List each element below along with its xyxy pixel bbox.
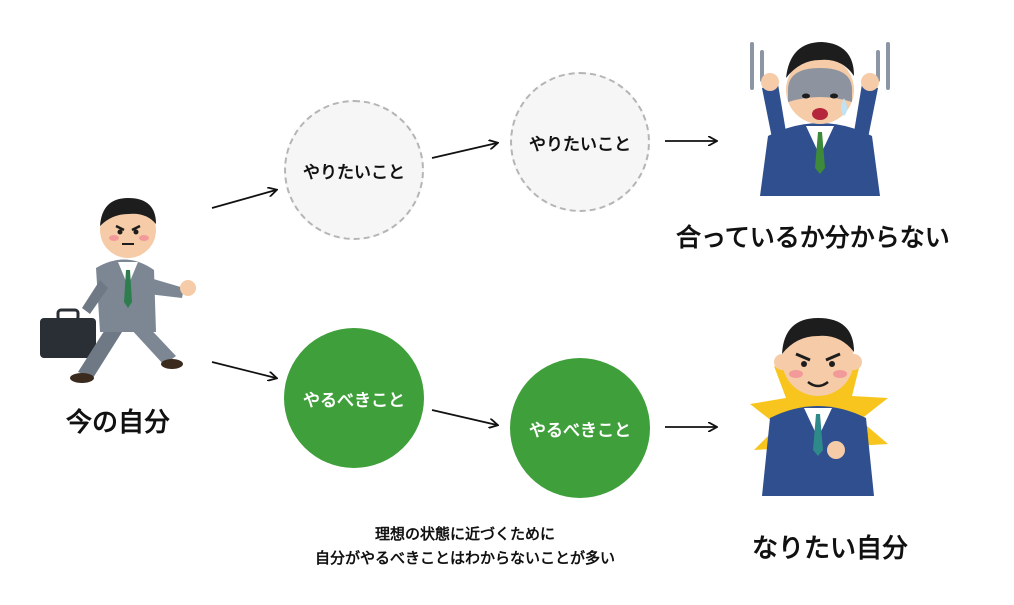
confident-businessman-icon [750,318,888,496]
worried-businessman-icon [750,42,890,196]
explanation-note-line-1: 理想の状態に近づくために [374,525,555,543]
arrow-icon [431,143,497,159]
arrow-icon [211,361,276,378]
current-self-label: 今の自分 [66,408,171,438]
want-node-2: やりたいこと [510,72,650,212]
should-node-2: やるべきこと [510,358,650,498]
arrow-icon [431,409,497,425]
want-node-1: やりたいこと [284,100,424,240]
running-businessman-icon [40,198,196,383]
want-node-2-label: やりたいこと [529,134,631,155]
ideal-self-label: なりたい自分 [752,534,909,564]
want-node-1-label: やりたいこと [303,162,405,183]
should-node-1-label: やるべきこと [303,390,405,411]
confused-label: 合っているか分からない [676,223,950,252]
arrow-icon [211,190,276,209]
should-node-2-label: やるべきこと [529,420,631,441]
explanation-note: 理想の状態に近づくために 自分がやるべきことはわからないことが多い [215,522,715,570]
should-node-1: やるべきこと [284,328,424,468]
explanation-note-line-2: 自分がやるべきことはわからないことが多い [314,549,615,567]
